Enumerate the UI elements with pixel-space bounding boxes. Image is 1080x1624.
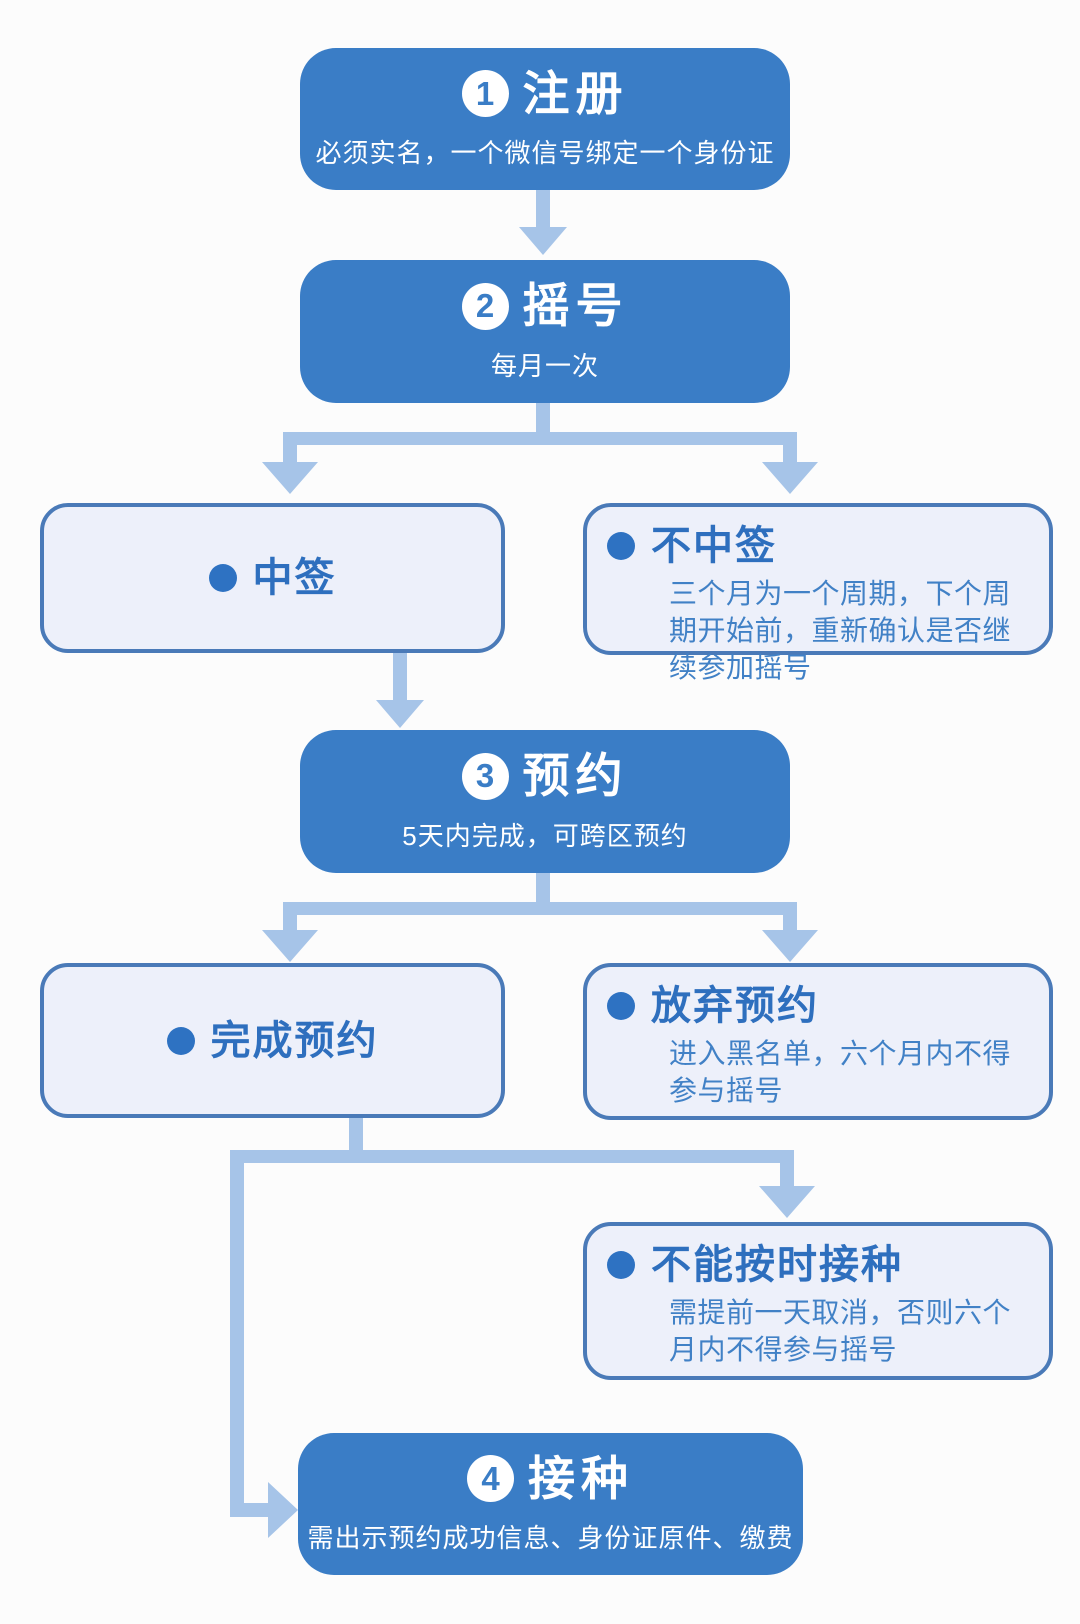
step-vaccinate-box: 4 接种 需出示预约成功信息、身份证原件、缴费	[298, 1433, 803, 1575]
outcome-win-title: 中签	[252, 556, 337, 600]
step-register-subtitle: 必须实名，一个微信号绑定一个身份证	[315, 138, 775, 169]
step-number-badge-1: 1	[461, 70, 509, 117]
bullet-dot-icon	[607, 1251, 635, 1279]
connector-drop-right	[783, 915, 797, 931]
outcome-complete-box: 完成预约	[40, 963, 505, 1118]
outcome-abandon-subtitle: 进入黑名单，六个月内不得参与摇号	[669, 1038, 1012, 1106]
step-number-badge-3: 3	[461, 752, 509, 800]
arrowhead-down-icon	[376, 700, 424, 728]
arrowhead-down-icon	[762, 462, 818, 494]
outcome-win-row: 中签	[208, 555, 337, 601]
arrowhead-down-icon	[762, 930, 818, 962]
connector-stem	[536, 190, 550, 228]
bullet-dot-icon	[607, 992, 635, 1020]
outcome-lose-subtitle: 三个月为一个周期，下个周期开始前，重新确认是否继续参加摇号	[669, 578, 1012, 683]
step-reserve-box: 3 预约 5天内完成，可跨区预约	[300, 730, 790, 873]
outcome-late-subtitle: 需提前一天取消，否则六个月内不得参与摇号	[669, 1297, 1012, 1365]
step-reserve-title: 预约	[522, 749, 629, 803]
connector-drop-right	[783, 445, 797, 463]
connector-bar	[230, 1150, 794, 1163]
step-register-title-row: 1 注册	[461, 66, 629, 120]
step-register-box: 1 注册 必须实名，一个微信号绑定一个身份证	[300, 48, 790, 190]
outcome-win-box: 中签	[40, 503, 505, 653]
outcome-complete-row: 完成预约	[166, 1018, 379, 1064]
outcome-lose-box: 不中签 三个月为一个周期，下个周期开始前，重新确认是否继续参加摇号	[583, 503, 1053, 683]
bullet-dot-icon	[607, 532, 635, 560]
step-reserve-subtitle: 5天内完成，可跨区预约	[402, 820, 688, 851]
outcome-abandon-box: 放弃预约 进入黑名单，六个月内不得参与摇号	[583, 963, 1053, 1120]
connector-stem	[349, 1118, 363, 1151]
connector-stem	[393, 653, 407, 701]
outcome-abandon-row: 放弃预约	[607, 983, 819, 1029]
arrowhead-right-icon	[268, 1482, 298, 1538]
outcome-late-box: 不能按时接种 需提前一天取消，否则六个月内不得参与摇号	[583, 1222, 1053, 1380]
step-lottery-title: 摇号	[522, 279, 629, 333]
step-reserve-title-row: 3 预约	[461, 749, 629, 803]
connector-bar	[283, 902, 797, 915]
step-lottery-box: 2 摇号 每月一次	[300, 260, 790, 403]
outcome-complete-title: 完成预约	[210, 1018, 379, 1063]
connector-bar	[283, 432, 797, 445]
step-number-badge-4: 4	[467, 1455, 514, 1502]
bullet-dot-icon	[208, 564, 237, 592]
bullet-dot-icon	[166, 1026, 195, 1055]
outcome-lose-row: 不中签	[607, 523, 777, 569]
outcome-late-row: 不能按时接种	[607, 1242, 903, 1288]
step-vaccinate-subtitle: 需出示预约成功信息、身份证原件、缴费	[307, 1523, 794, 1554]
connector-drop-left	[283, 915, 297, 931]
arrowhead-down-icon	[262, 930, 318, 962]
step-number-badge-2: 2	[461, 282, 509, 330]
step-register-title: 注册	[522, 66, 629, 120]
connector-stem	[536, 403, 550, 433]
connector-stem	[536, 873, 550, 903]
arrowhead-down-icon	[262, 462, 318, 494]
step-lottery-title-row: 2 摇号	[461, 279, 629, 333]
step-vaccinate-title: 接种	[528, 1451, 634, 1505]
connector-drop-left	[283, 445, 297, 463]
connector-drop-right	[780, 1163, 794, 1187]
outcome-late-title: 不能按时接种	[651, 1243, 903, 1287]
arrowhead-down-icon	[759, 1186, 815, 1218]
step-vaccinate-title-row: 4 接种	[467, 1451, 634, 1505]
connector-long-drop-left	[230, 1163, 244, 1517]
step-lottery-subtitle: 每月一次	[490, 350, 599, 381]
arrowhead-down-icon	[519, 227, 567, 255]
outcome-lose-title: 不中签	[651, 524, 777, 568]
outcome-abandon-title: 放弃预约	[651, 984, 819, 1028]
connector-elbow	[244, 1503, 270, 1517]
